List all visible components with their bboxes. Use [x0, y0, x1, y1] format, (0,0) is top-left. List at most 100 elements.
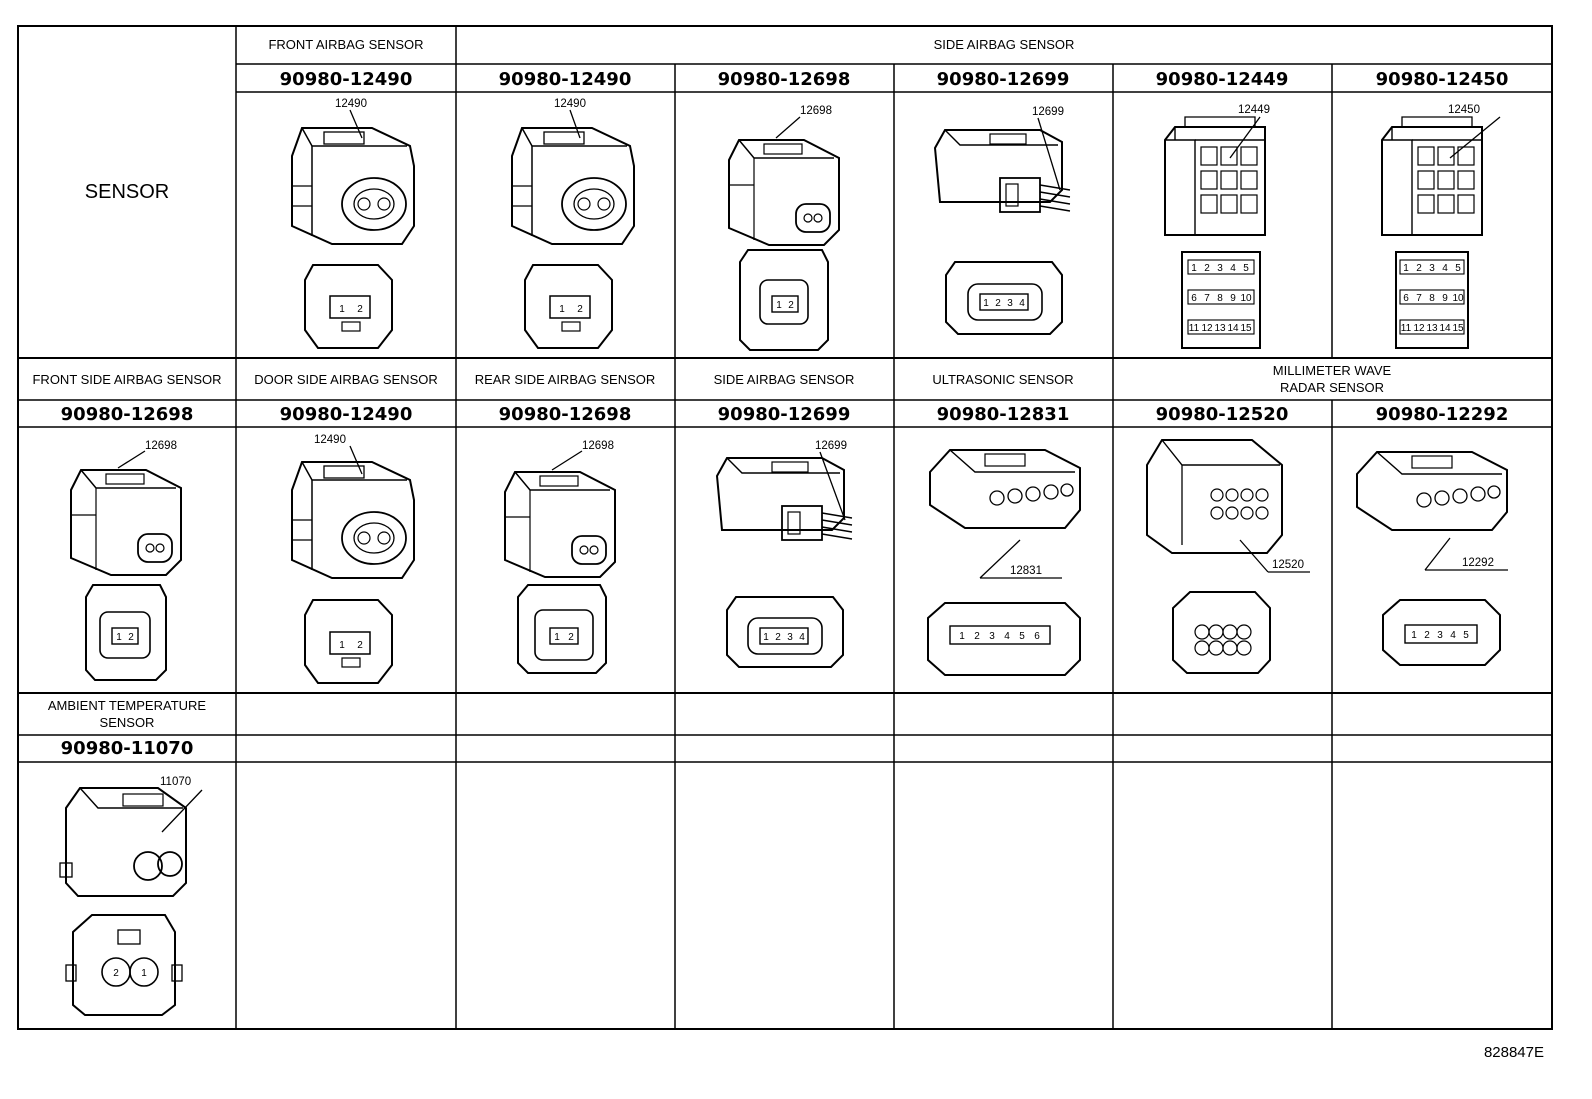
- callout-label: 12831: [1010, 565, 1042, 577]
- pin-label: 10: [1452, 293, 1464, 304]
- pin-label: 2: [995, 298, 1001, 309]
- pin-label: 1: [141, 968, 147, 979]
- row2-part-numbers: 90980-12698 90980-12490 90980-12698 9098…: [61, 404, 1509, 425]
- connector-12520: 12520: [1146, 439, 1310, 674]
- callout-label: 12450: [1448, 104, 1480, 116]
- pin-label: 3: [989, 631, 995, 642]
- callout-label: 12490: [335, 98, 367, 110]
- pin-label: 4: [1450, 630, 1456, 641]
- pin-label: 12: [1413, 323, 1425, 334]
- pin-label: 6: [1403, 293, 1409, 304]
- pin-label: 4: [1442, 263, 1448, 274]
- pin-label: 12: [1201, 323, 1213, 334]
- callout-label: 12698: [800, 105, 832, 117]
- pin-label: 14: [1439, 323, 1451, 334]
- connector-12699-side: 12699 1 2 3 4: [716, 440, 853, 668]
- header-side-airbag-2: SIDE AIRBAG SENSOR: [714, 372, 855, 387]
- header-ultrasonic: ULTRASONIC SENSOR: [932, 372, 1073, 387]
- connector-12698-rear-side: 12698 1 2: [504, 440, 616, 674]
- connector-11070: 11070 2 1: [59, 776, 203, 1016]
- part-number: 90980-12698: [61, 404, 194, 425]
- pin-label: 4: [799, 632, 805, 643]
- part-number: 90980-12698: [718, 69, 851, 90]
- part-number: 90980-12490: [499, 69, 632, 90]
- pin-label: 4: [1004, 631, 1010, 642]
- pin-label: 3: [1217, 263, 1223, 274]
- connector-12490-a: 12490 1 2: [291, 98, 415, 349]
- part-number: 90980-12699: [937, 69, 1070, 90]
- pin-label: 1: [959, 631, 965, 642]
- part-number: 90980-12831: [937, 404, 1070, 425]
- pin-label: 3: [787, 632, 793, 643]
- part-number: 90980-12449: [1156, 69, 1289, 90]
- pin-label: 1: [983, 298, 989, 309]
- pin-label: 9: [1230, 293, 1236, 304]
- pin-label: 2: [357, 640, 363, 651]
- pin-label: 1: [116, 632, 122, 643]
- callout-label: 12699: [815, 440, 847, 452]
- header-mmw-line2: RADAR SENSOR: [1280, 380, 1384, 395]
- part-number: 90980-12698: [499, 404, 632, 425]
- callout-label: 12449: [1238, 104, 1270, 116]
- callout-label: 12490: [314, 434, 346, 446]
- part-number: 90980-12699: [718, 404, 851, 425]
- pin-label: 1: [1403, 263, 1409, 274]
- pin-label: 3: [1007, 298, 1013, 309]
- pin-label: 2: [1204, 263, 1210, 274]
- pin-label: 1: [559, 304, 565, 315]
- pin-label: 3: [1437, 630, 1443, 641]
- pin-label: 1: [776, 300, 782, 311]
- header-front-side-airbag: FRONT SIDE AIRBAG SENSOR: [32, 372, 221, 387]
- header-mmw-line1: MILLIMETER WAVE: [1273, 363, 1392, 378]
- callout-label: 12698: [145, 440, 177, 452]
- pin-label: 5: [1463, 630, 1469, 641]
- pin-label: 5: [1455, 263, 1461, 274]
- pin-label: 15: [1240, 323, 1252, 334]
- pin-label: 1: [1411, 630, 1417, 641]
- sensor-label: SENSOR: [85, 181, 169, 203]
- pin-label: 2: [974, 631, 980, 642]
- part-number: 90980-12490: [280, 69, 413, 90]
- connector-12831: 12831 1 2 3 4 5 6: [927, 449, 1081, 676]
- pin-label: 3: [1429, 263, 1435, 274]
- callout-label: 12292: [1462, 557, 1494, 569]
- pin-label: 7: [1416, 293, 1422, 304]
- header-ambient-line2: SENSOR: [100, 715, 155, 730]
- pin-label: 2: [577, 304, 583, 315]
- pin-label: 13: [1214, 323, 1226, 334]
- callout-label: 12490: [554, 98, 586, 110]
- callout-label: 11070: [160, 776, 191, 788]
- pin-label: 2: [775, 632, 781, 643]
- pin-label: 8: [1429, 293, 1435, 304]
- header-ambient-line1: AMBIENT TEMPERATURE: [48, 698, 207, 713]
- header-side-airbag: SIDE AIRBAG SENSOR: [934, 37, 1075, 52]
- pin-label: 2: [128, 632, 134, 643]
- pin-label: 2: [113, 968, 119, 979]
- callout-label: 12698: [582, 440, 614, 452]
- pin-label: 5: [1019, 631, 1025, 642]
- pin-label: 6: [1191, 293, 1197, 304]
- part-number: 90980-11070: [61, 738, 194, 759]
- pin-label: 1: [554, 632, 560, 643]
- pin-label: 1: [339, 304, 345, 315]
- connector-12449: 12449 1 2 3 4 5 6 7 8 9 10 11 12 13 14 1…: [1164, 104, 1270, 349]
- row1-part-numbers: 90980-12490 90980-12490 90980-12698 9098…: [280, 69, 1509, 90]
- pin-label: 2: [1424, 630, 1430, 641]
- pin-label: 8: [1217, 293, 1223, 304]
- callout-label: 12520: [1272, 559, 1304, 571]
- part-number: 90980-12490: [280, 404, 413, 425]
- pin-label: 2: [788, 300, 794, 311]
- pin-label: 11: [1401, 323, 1412, 334]
- pin-label: 15: [1452, 323, 1464, 334]
- part-number: 90980-12450: [1376, 69, 1509, 90]
- connector-12698-front-side: 12698 1 2: [70, 440, 182, 681]
- pin-label: 2: [1416, 263, 1422, 274]
- pin-label: 1: [1191, 263, 1197, 274]
- pin-label: 7: [1204, 293, 1210, 304]
- pin-label: 6: [1034, 631, 1040, 642]
- connector-12699: 12699 1 2 3 4: [934, 106, 1071, 335]
- pin-label: 13: [1426, 323, 1438, 334]
- pin-label: 5: [1243, 263, 1249, 274]
